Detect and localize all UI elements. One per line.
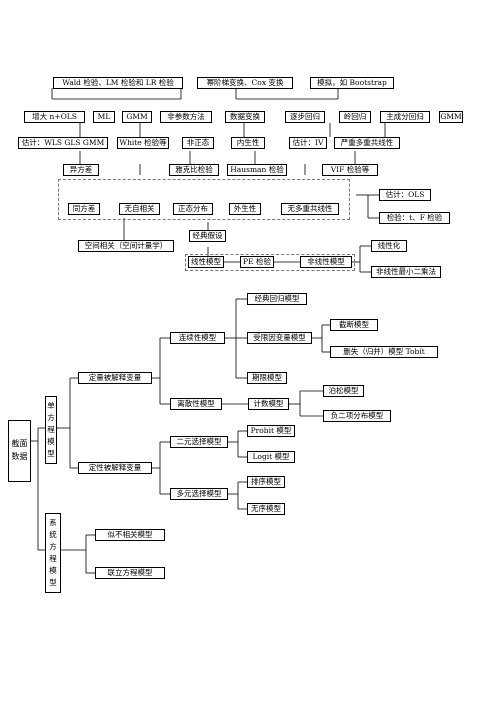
- unordered-box: 无序模型: [247, 503, 285, 515]
- classic-reg-box: 经典回归模型: [247, 293, 307, 305]
- tests-box: Wald 检验、LM 检验和 LR 检验: [53, 77, 183, 89]
- gmm-box: GMM: [122, 111, 152, 123]
- truncated-box: 截断模型: [330, 319, 378, 331]
- binary-choice-box: 二元选择模型: [170, 436, 228, 448]
- single-equation-box: 单方程模型: [45, 396, 57, 464]
- stepwise-box: 逐步回归: [285, 111, 325, 123]
- assumptions-frame: [58, 179, 350, 220]
- hausman-box: Hausman 检验: [227, 164, 287, 176]
- nonparam-box: 非参数方法: [160, 111, 212, 123]
- ridge-box: 岭回归: [339, 111, 371, 123]
- est-wls-box: 估计：WLS GLS GMM: [18, 137, 108, 149]
- est-ols-box: 估计：OLS: [379, 189, 431, 201]
- limited-dv-box: 受限因变量模型: [247, 332, 312, 344]
- poisson-box: 泊松模型: [323, 385, 364, 397]
- white-test-box: White 检验等: [117, 137, 169, 149]
- censored-tobit-box: 删失（归并）模型 Tobit: [330, 346, 438, 358]
- multi-choice-box: 多元选择模型: [170, 488, 228, 500]
- linearize-box: 线性化: [371, 240, 407, 252]
- root-cross-section-box: 截面数据: [8, 420, 31, 482]
- count-model-box: 计数模型: [248, 398, 289, 410]
- ordered-box: 排序模型: [247, 476, 285, 488]
- vif-box: VIF 检验等: [322, 164, 378, 176]
- transform-box: 幂阶梯变换、Cox 变换: [197, 77, 293, 89]
- ml-box: ML: [93, 111, 115, 123]
- hetero-box: 异方差: [63, 164, 99, 176]
- continuous-model-box: 连续性模型: [170, 332, 225, 344]
- discrete-model-box: 离散性模型: [170, 398, 222, 410]
- est-iv-box: 估计：IV: [289, 137, 327, 149]
- sur-box: 似不相关模型: [95, 529, 165, 541]
- homo-box: 同方差: [68, 203, 100, 215]
- nonlinear-model-box: 非线性模型: [300, 256, 352, 268]
- nomulti-box: 无多重共线性: [281, 203, 339, 215]
- simultaneous-box: 联立方程模型: [95, 567, 165, 579]
- system-equation-box: 系统方程模型: [45, 513, 61, 593]
- qual-dependent-box: 定性被解释变量: [78, 462, 152, 474]
- linear-model-box: 线性模型: [188, 256, 224, 268]
- normal-box: 正态分布: [173, 203, 213, 215]
- linearity-frame: [185, 254, 355, 271]
- exog-box: 外生性: [229, 203, 261, 215]
- gmm2-box: GMM: [439, 111, 463, 123]
- endog-box: 内生性: [231, 137, 265, 149]
- spatial-box: 空间相关（空间计量学）: [78, 240, 174, 252]
- noauto-box: 无自相关: [119, 203, 160, 215]
- ols-box: 增大 n+OLS: [24, 111, 85, 123]
- pe-test-box: PE 检验: [240, 256, 274, 268]
- probit-box: Probit 模型: [247, 425, 295, 437]
- classic-assumption-box: 经典假设: [189, 230, 226, 242]
- simulation-box: 模拟，如 Bootstrap: [310, 77, 394, 89]
- pca-box: 主成分回归: [380, 111, 430, 123]
- test-tf-box: 检验：t、F 检验: [379, 212, 450, 224]
- jb-test-box: 雅克比检验: [169, 164, 219, 176]
- logit-box: Logit 模型: [247, 451, 295, 463]
- nonzero-box: 非正态: [182, 137, 214, 149]
- nls-box: 非线性最小二乘法: [371, 266, 441, 278]
- duration-box: 期限模型: [247, 372, 287, 384]
- multicol-box: 严重多重共线性: [334, 137, 400, 149]
- negbin-box: 负二项分布模型: [323, 410, 391, 422]
- datatrans-box: 数据变换: [225, 111, 265, 123]
- quant-dependent-box: 定量被解释变量: [78, 372, 152, 384]
